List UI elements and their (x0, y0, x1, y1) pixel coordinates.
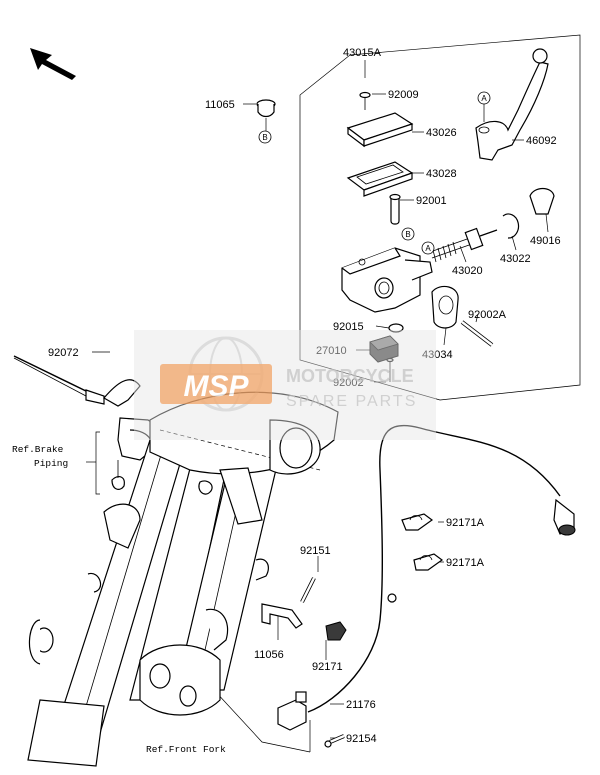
callout-92171A-upper: 92171A (446, 517, 485, 529)
ref-brake-piping-line1: Ref.Brake (12, 444, 64, 455)
marker-b-cap: B (258, 130, 272, 144)
callout-92009: 92009 (388, 89, 419, 101)
part-21176-cable (307, 424, 576, 713)
callout-43026: 43026 (426, 127, 457, 139)
part-92002 (386, 357, 394, 382)
svg-text:A: A (481, 94, 487, 103)
callout-11065: 11065 (205, 99, 235, 111)
watermark: MSP MOTORCYCLE SPARE PARTS (134, 330, 436, 440)
callout-92171: 92171 (312, 661, 343, 673)
callout-11056: 11056 (254, 649, 284, 661)
marker-a-cylinder: A (421, 241, 435, 255)
part-43028 (346, 161, 414, 197)
watermark-logo: MSP (183, 370, 249, 403)
callout-labels: 43015A 92009 43026 43028 92001 43020 430… (12, 47, 561, 755)
svg-text:B: B (262, 133, 267, 142)
part-27010 (369, 335, 399, 363)
watermark-line1: MOTORCYCLE (286, 366, 414, 386)
callout-43020: 43020 (452, 265, 483, 277)
part-master-cylinder-body (341, 247, 433, 313)
leader-lines (92, 60, 549, 753)
callout-46092: 46092 (526, 135, 557, 147)
callout-43028: 43028 (426, 168, 457, 180)
part-92171A-lower (413, 553, 444, 571)
part-46092 (475, 48, 549, 161)
callout-92154: 92154 (346, 733, 377, 745)
watermark-line2: SPARE PARTS (286, 393, 417, 410)
part-92151 (300, 577, 316, 603)
part-43022 (502, 213, 520, 239)
callout-27010: 27010 (316, 345, 347, 357)
part-92001 (389, 193, 401, 225)
part-92171A-upper (401, 513, 434, 531)
callout-43022: 43022 (500, 253, 531, 265)
front-direction-arrow-icon (30, 48, 76, 80)
svg-text:B: B (405, 230, 410, 239)
callout-92151: 92151 (300, 545, 331, 557)
part-43034 (431, 285, 459, 329)
part-43020 (429, 227, 498, 263)
marker-a-lever: A (477, 91, 491, 105)
part-92154 (324, 734, 345, 748)
part-92072-hose (13, 355, 141, 407)
part-11065 (256, 99, 276, 118)
callout-49016: 49016 (530, 235, 561, 247)
callout-92002A: 92002A (468, 309, 507, 321)
watermark-logo-box (160, 364, 272, 404)
marker-b-cylinder: B (401, 227, 415, 241)
callout-43015A: 43015A (343, 47, 382, 59)
part-43026 (346, 112, 414, 148)
ref-front-fork: Ref.Front Fork (146, 744, 226, 755)
ref-brake-piping-line2: Piping (34, 458, 68, 469)
part-11056 (261, 603, 303, 629)
callout-92001: 92001 (416, 195, 447, 207)
callout-92072: 92072 (48, 347, 79, 359)
part-92009 (359, 91, 371, 110)
front-fork (27, 391, 339, 767)
assembly-frame (299, 34, 581, 401)
callout-43034: 43034 (422, 349, 453, 361)
part-49016 (529, 187, 555, 215)
part-92002A (460, 320, 494, 347)
part-92171 (325, 621, 347, 641)
callout-92171A-lower: 92171A (446, 557, 485, 569)
callout-92002: 92002 (333, 377, 364, 389)
callout-92015: 92015 (333, 321, 364, 333)
svg-text:A: A (425, 244, 431, 253)
callout-21176: 21176 (346, 699, 376, 711)
